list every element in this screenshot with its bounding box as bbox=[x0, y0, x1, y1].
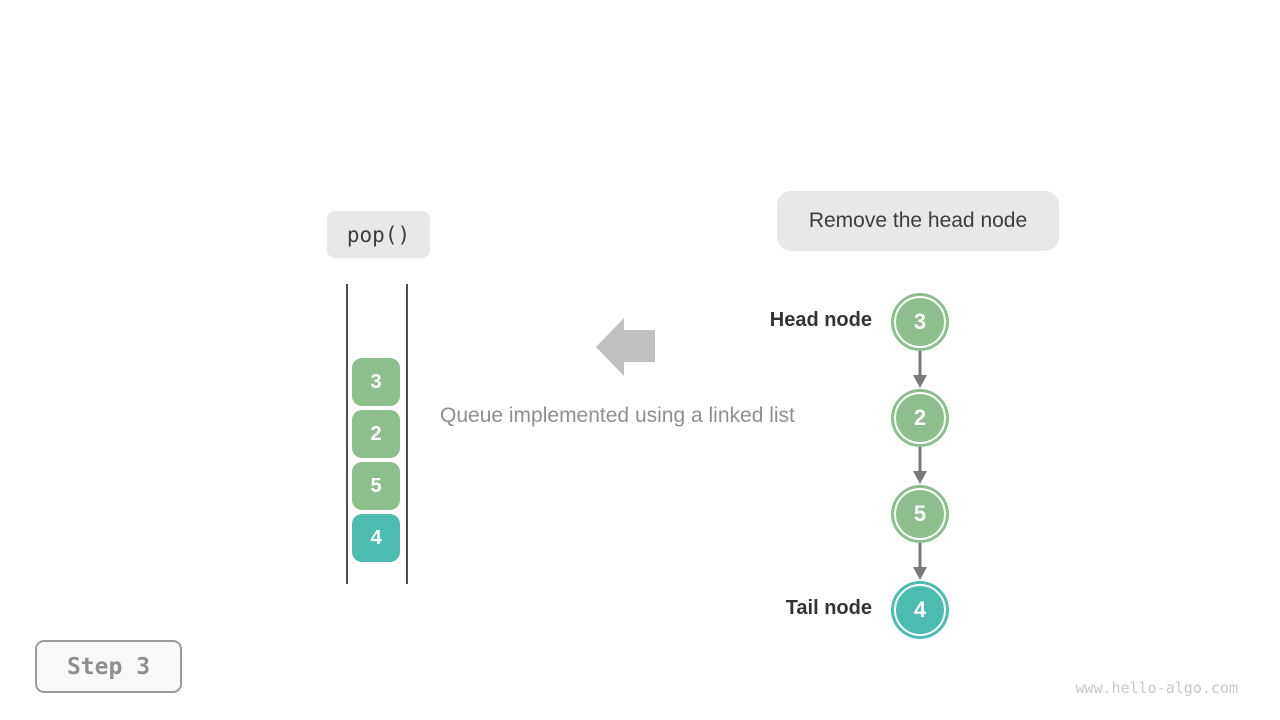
list-node: 3 bbox=[891, 293, 949, 351]
queue-item: 5 bbox=[352, 462, 400, 510]
tail-node-label: Tail node bbox=[785, 597, 872, 619]
remove-head-annotation-badge: Remove the head node bbox=[777, 191, 1059, 251]
list-node-tail: 4 bbox=[891, 581, 949, 639]
queue-rail-right bbox=[406, 284, 408, 584]
queue-item-value: 3 bbox=[370, 370, 382, 393]
down-arrow-icon bbox=[913, 447, 927, 484]
queue-item-value: 4 bbox=[370, 526, 382, 549]
left-arrow-icon bbox=[596, 318, 655, 376]
watermark-url: www.hello-algo.com bbox=[1075, 679, 1238, 697]
list-node-value: 4 bbox=[913, 597, 927, 622]
step-badge: Step 3 bbox=[35, 640, 182, 693]
down-arrow-icon bbox=[913, 351, 927, 388]
queue-item-value: 5 bbox=[370, 474, 382, 497]
diagram-caption: Queue implemented using a linked list bbox=[440, 404, 795, 427]
pop-operation-label: pop() bbox=[346, 222, 411, 247]
queue-item: 2 bbox=[352, 410, 400, 458]
step-badge-label: Step 3 bbox=[66, 653, 151, 680]
list-node: 5 bbox=[891, 485, 949, 543]
list-node: 2 bbox=[891, 389, 949, 447]
down-arrow-icon bbox=[913, 543, 927, 580]
list-node-value: 5 bbox=[913, 501, 927, 526]
queue-item: 3 bbox=[352, 358, 400, 406]
head-node-label: Head node bbox=[769, 309, 872, 331]
remove-head-annotation-label: Remove the head node bbox=[808, 209, 1028, 232]
pop-operation-badge: pop() bbox=[327, 211, 430, 258]
queue-item-value: 2 bbox=[370, 422, 382, 445]
list-node-value: 3 bbox=[913, 309, 927, 334]
queue-rail-left bbox=[346, 284, 348, 584]
list-node-value: 2 bbox=[913, 405, 927, 430]
queue-item-tail: 4 bbox=[352, 514, 400, 562]
